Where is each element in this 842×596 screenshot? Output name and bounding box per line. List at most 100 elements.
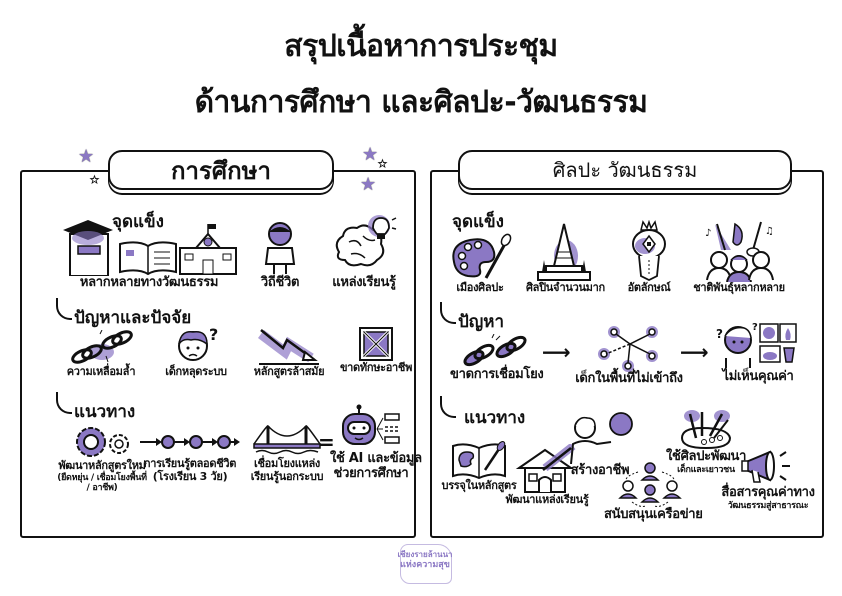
arrow-right-icon: ⟶ (680, 340, 709, 364)
arts-strength-label: ชาติพันธุ์หลากหลาย (693, 281, 785, 294)
education-solution-label: เชื่อมโยงแหล่ง (254, 457, 320, 470)
education-problem-lack-career-skills: ขาดทักษะอาชีพ (338, 326, 414, 375)
arts-solution-art-for-youth: ใช้ศิลปะพัฒนา เด็กและเยาวชน (666, 410, 746, 475)
star-icon: ★ (360, 174, 377, 195)
star-outline-icon: ★ (378, 159, 388, 170)
arts-solution-sub: เด็กและเยาวชน (677, 464, 735, 475)
chain-flow-icon (140, 435, 240, 449)
arts-solution-communicate-cultural-value: สื่อสารคุณค่าทาง วัฒนธรรมสู่สาธารณะ (720, 446, 816, 511)
arts-problem-label: ไม่เห็นคุณค่า (722, 369, 794, 384)
arts-problems-heading: ปัญหา (458, 312, 505, 332)
arts-problem-no-value-seen: ? ? ไม่เห็นคุณค่า (702, 320, 814, 385)
gears-icon (76, 427, 129, 457)
arts-strength-label: เมืองศิลปะ (456, 281, 504, 294)
education-strengths-heading: จุดแข็ง (112, 212, 164, 232)
graduation-book-school-icon (63, 220, 237, 276)
arts-solution-label: สร้างอาชีพ (570, 463, 630, 478)
arts-solution-label: บรรจุในหลักสูตร (441, 479, 517, 492)
arts-solution-develop-learning-sources: พัฒนาแหล่งเรียนรู้ (504, 444, 590, 507)
lantern-icon (632, 220, 666, 282)
speaking-person-icon (570, 412, 633, 464)
education-strength-learning-sources: แหล่งเรียนรู้ (326, 212, 402, 291)
svg-text:?: ? (209, 326, 218, 344)
arts-solution-label: ใช้ศิลปะพัฒนา (666, 449, 747, 464)
logo-line-2: แห่งความสุข (400, 559, 450, 570)
art-book-icon (452, 441, 506, 480)
bridge-icon (253, 425, 321, 455)
svg-text:♪: ♪ (705, 228, 711, 239)
arts-strength-label: ศิลปินจำนวนมาก (526, 281, 605, 294)
arts-problem-lack-connection: ขาดการเชื่อมโยง (450, 334, 544, 383)
confused-person-art-icon: ? ? (716, 322, 797, 368)
broken-chain-icon (71, 330, 133, 364)
arts-solution-create-careers: สร้างอาชีพ (562, 412, 638, 479)
education-problem-dropout: ? เด็กหลุดระบบ (158, 326, 234, 379)
page-title-line-2: ด้านการศึกษา และศิลปะ-วัฒนธรรม (194, 85, 648, 120)
education-solution-sub: (โรงเรียน 3 วัย) (152, 469, 228, 483)
education-problem-label: เด็กหลุดระบบ (165, 365, 227, 378)
logo-line-1: เชียงรายล้านนา (397, 550, 453, 559)
crossed-box-icon (359, 327, 393, 361)
star-outline-icon: ★ (90, 175, 100, 186)
arts-strength-identity: อัตลักษณ์ (618, 220, 680, 295)
education-strength-way-of-life: วิถีชีวิต (250, 220, 310, 291)
arts-culture-banner: ศิลปะ วัฒนธรรม (458, 150, 792, 190)
education-problem-label: ความเหลื่อมล้ำ (66, 365, 136, 378)
education-strength-label: แหล่งเรียนรู้ (332, 275, 396, 290)
arts-strength-many-artists: ศิลปินจำนวนมาก (526, 222, 605, 295)
arts-strength-label: อัตลักษณ์ (627, 281, 671, 294)
education-solutions-heading: แนวทาง (74, 402, 136, 422)
arts-problem-label: เด็กในพื้นที่ไม่เข้าถึง (575, 371, 683, 386)
education-solution-sub: ช่วยการศึกษา (333, 465, 409, 481)
temple-icon (537, 223, 591, 281)
svg-text:?: ? (716, 327, 723, 341)
curved-arrow-icon (440, 302, 456, 324)
arts-strength-art-city: เมืองศิลปะ (446, 232, 514, 295)
palette-icon (452, 233, 512, 279)
arts-solution-label: สนับสนุนเครือข่าย (604, 507, 703, 522)
education-strength-label: วิถีชีวิต (260, 275, 300, 290)
house-brush-icon (515, 444, 576, 493)
education-solution-label: ใช้ AI และข้อมูล (330, 451, 422, 466)
arts-problem-local-kids-no-access: เด็กในพื้นที่ไม่เข้าถึง (574, 324, 684, 387)
education-solution-new-curriculum: พัฒนาหลักสูตรใหม่ (ยืดหยุ่น / เชื่อมโยงพ… (54, 424, 150, 493)
education-solution-label: พัฒนาหลักสูตรใหม่ (58, 459, 146, 472)
people-network-icon (618, 462, 682, 507)
arts-solution-support-networks: สนับสนุนเครือข่าย (604, 462, 703, 523)
arts-solutions-heading: แนวทาง (464, 408, 526, 428)
confused-child-icon: ? (178, 326, 218, 361)
arts-solution-sub: วัฒนธรรมสู่สาธารณะ (727, 500, 809, 511)
broken-chain-icon (463, 334, 527, 367)
education-solution-ai-data: ใช้ AI และข้อมูล ช่วยการศึกษา (330, 404, 422, 482)
child-icon (264, 222, 296, 274)
megaphone-icon (741, 450, 790, 483)
arrow-right-icon: ⟶ (542, 340, 571, 364)
arts-solution-label: สื่อสารคุณค่าทาง (721, 485, 815, 500)
education-solution-sub: (ยืดหยุ่น / เชื่อมโยงพื้นที่ / อาชีพ) (57, 472, 147, 493)
logo: เชียงรายล้านนา แห่งความสุข (395, 550, 455, 570)
star-icon: ★ (362, 144, 379, 165)
education-solution-lifelong-learning: การเรียนรู้ตลอดชีวิต (โรงเรียน 3 วัย) (136, 426, 244, 483)
robot-icon (342, 404, 400, 445)
education-problem-label: หลักสูตรล้าสมัย (253, 365, 325, 378)
diverse-people-icon: ♪ ♫ (705, 221, 774, 282)
education-solution-sub: เรียนรู้นอกระบบ (250, 469, 324, 483)
network-nodes-icon (598, 326, 658, 372)
arts-strength-ethnic-diversity: ♪ ♫ ชาติพันธุ์หลากหลาย (686, 220, 792, 295)
arts-problem-label: ขาดการเชื่อมโยง (450, 367, 544, 382)
education-strength-cultural-diversity: หลากหลายทางวัฒนธรรม (58, 212, 240, 291)
svg-text:♫: ♫ (765, 226, 774, 237)
education-banner: การศึกษา (108, 150, 334, 190)
curved-arrow-icon (440, 396, 456, 418)
arts-strengths-heading: จุดแข็ง (452, 212, 504, 232)
education-strength-label: หลากหลายทางวัฒนธรรม (79, 275, 219, 290)
star-icon: ★ (78, 146, 95, 167)
brain-lightbulb-icon (335, 215, 397, 267)
downtrend-arrow-icon (258, 329, 319, 365)
education-solution-connect-nonformal: เชื่อมโยงแหล่ง เรียนรู้นอกระบบ (248, 422, 326, 483)
arts-solution-include-curriculum: บรรจุในหลักสูตร (436, 440, 522, 493)
curved-arrow-icon (56, 298, 72, 320)
education-problem-outdated-curriculum: หลักสูตรล้าสมัย (246, 328, 332, 379)
arts-solution-label: พัฒนาแหล่งเรียนรู้ (505, 493, 589, 506)
education-problem-inequality: ความเหลื่อมล้ำ (60, 330, 142, 379)
